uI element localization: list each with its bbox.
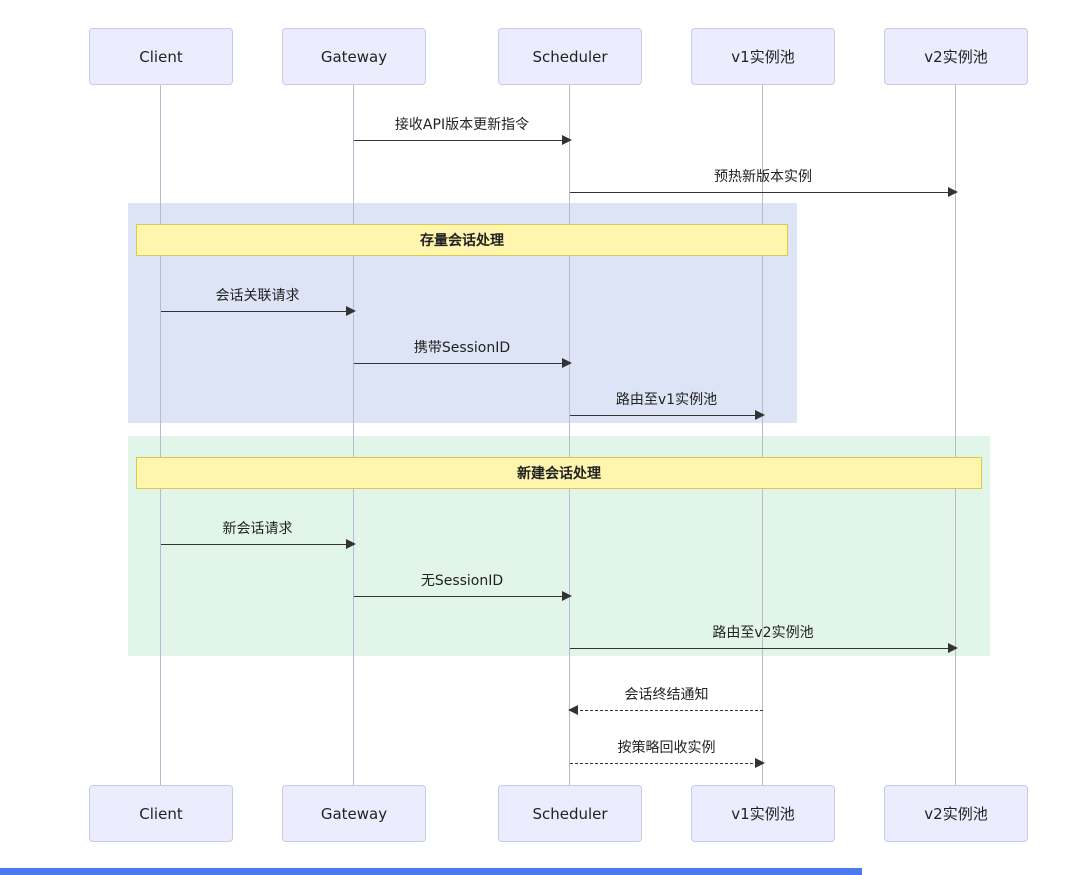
msg-label: 路由至v1实例池 [615,392,718,408]
actor-client-bottom: Client [89,785,233,842]
msg-warmup-new-version: 预热新版本实例 [570,167,958,197]
arrow-line [570,187,958,197]
actor-v2-pool-bottom: v2实例池 [884,785,1028,842]
msg-receive-api-update: 接收API版本更新指令 [354,115,572,145]
msg-recycle-instances-by-policy: 按策略回收实例 [570,738,765,768]
section-title-new-sessions: 新建会话处理 [136,457,982,489]
section-title-existing-sessions: 存量会话处理 [136,224,788,256]
actor-v1-pool-top: v1实例池 [691,28,835,85]
msg-route-to-v1: 路由至v1实例池 [570,390,765,420]
msg-with-sessionid: 携带SessionID [354,338,572,368]
lifeline-v2-pool [955,85,956,785]
actor-scheduler-bottom: Scheduler [498,785,642,842]
arrow-line [161,306,356,316]
arrow-line [570,758,765,768]
arrow-line [354,591,572,601]
actor-client-top: Client [89,28,233,85]
lifeline-v1-pool [762,85,763,785]
msg-label: 会话关联请求 [215,288,300,304]
arrow-line [354,135,572,145]
arrow-line [354,358,572,368]
msg-label: 携带SessionID [413,340,511,356]
msg-label: 接收API版本更新指令 [394,117,530,133]
msg-label: 路由至v2实例池 [712,625,814,641]
msg-new-session-request: 新会话请求 [161,519,356,549]
arrow-line [161,539,356,549]
lifeline-gateway [353,85,354,785]
msg-session-end-notice: 会话终结通知 [568,685,763,715]
lifeline-scheduler [569,85,570,785]
arrow-line [568,705,763,715]
msg-route-to-v2: 路由至v2实例池 [570,623,958,653]
actor-v1-pool-bottom: v1实例池 [691,785,835,842]
actor-gateway-bottom: Gateway [282,785,426,842]
msg-label: 预热新版本实例 [714,169,812,185]
msg-no-sessionid: 无SessionID [354,571,572,601]
lifeline-client [160,85,161,785]
msg-label: 会话终结通知 [624,687,709,703]
msg-label: 按策略回收实例 [617,740,716,756]
arrow-line [570,643,958,653]
actor-scheduler-top: Scheduler [498,28,642,85]
arrow-line [570,410,765,420]
msg-label: 新会话请求 [222,521,293,537]
msg-label: 无SessionID [420,573,504,589]
actor-v2-pool-top: v2实例池 [884,28,1028,85]
msg-session-affinity-request: 会话关联请求 [161,286,356,316]
bottom-accent-bar [0,868,862,875]
actor-gateway-top: Gateway [282,28,426,85]
